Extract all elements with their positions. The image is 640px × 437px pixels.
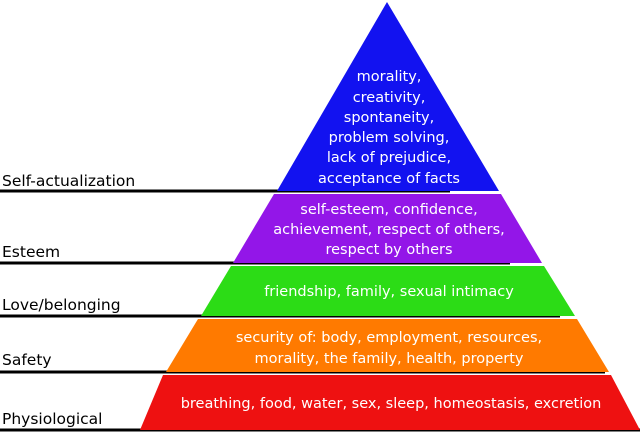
tier-text-physiological-1: breathing, food, water, sex, sleep, home… (181, 396, 602, 412)
level-label-safety: Safety (2, 351, 52, 369)
tier-text-safety-1: security of: body, employment, resources… (236, 330, 542, 346)
tier-text-self-actualization-2: creativity, (353, 90, 426, 106)
tier-text-self-actualization-1: morality, (357, 69, 422, 85)
tier-love-belonging (201, 266, 575, 316)
tier-text-esteem-1: self-esteem, confidence, (300, 202, 477, 218)
level-label-physiological: Physiological (2, 410, 102, 428)
level-label-love-belonging: Love/belonging (2, 296, 121, 314)
level-label-esteem: Esteem (2, 243, 60, 261)
level-label-self-actualization: Self-actualization (2, 172, 135, 190)
tier-safety (166, 319, 609, 372)
tier-text-love-belonging-1: friendship, family, sexual intimacy (264, 284, 514, 300)
tier-text-self-actualization-5: lack of prejudice, (327, 150, 451, 166)
tier-text-self-actualization-4: problem solving, (329, 130, 450, 146)
tier-text-safety-2: morality, the family, health, property (255, 351, 524, 367)
tier-text-esteem-3: respect by others (325, 242, 452, 258)
tier-text-esteem-2: achievement, respect of others, (273, 222, 505, 238)
tier-esteem (233, 194, 542, 263)
tier-physiological (140, 375, 640, 430)
tier-text-self-actualization-6: acceptance of facts (318, 171, 460, 187)
tier-self-actualization (277, 2, 499, 191)
tier-text-self-actualization-3: spontaneity, (344, 110, 434, 126)
